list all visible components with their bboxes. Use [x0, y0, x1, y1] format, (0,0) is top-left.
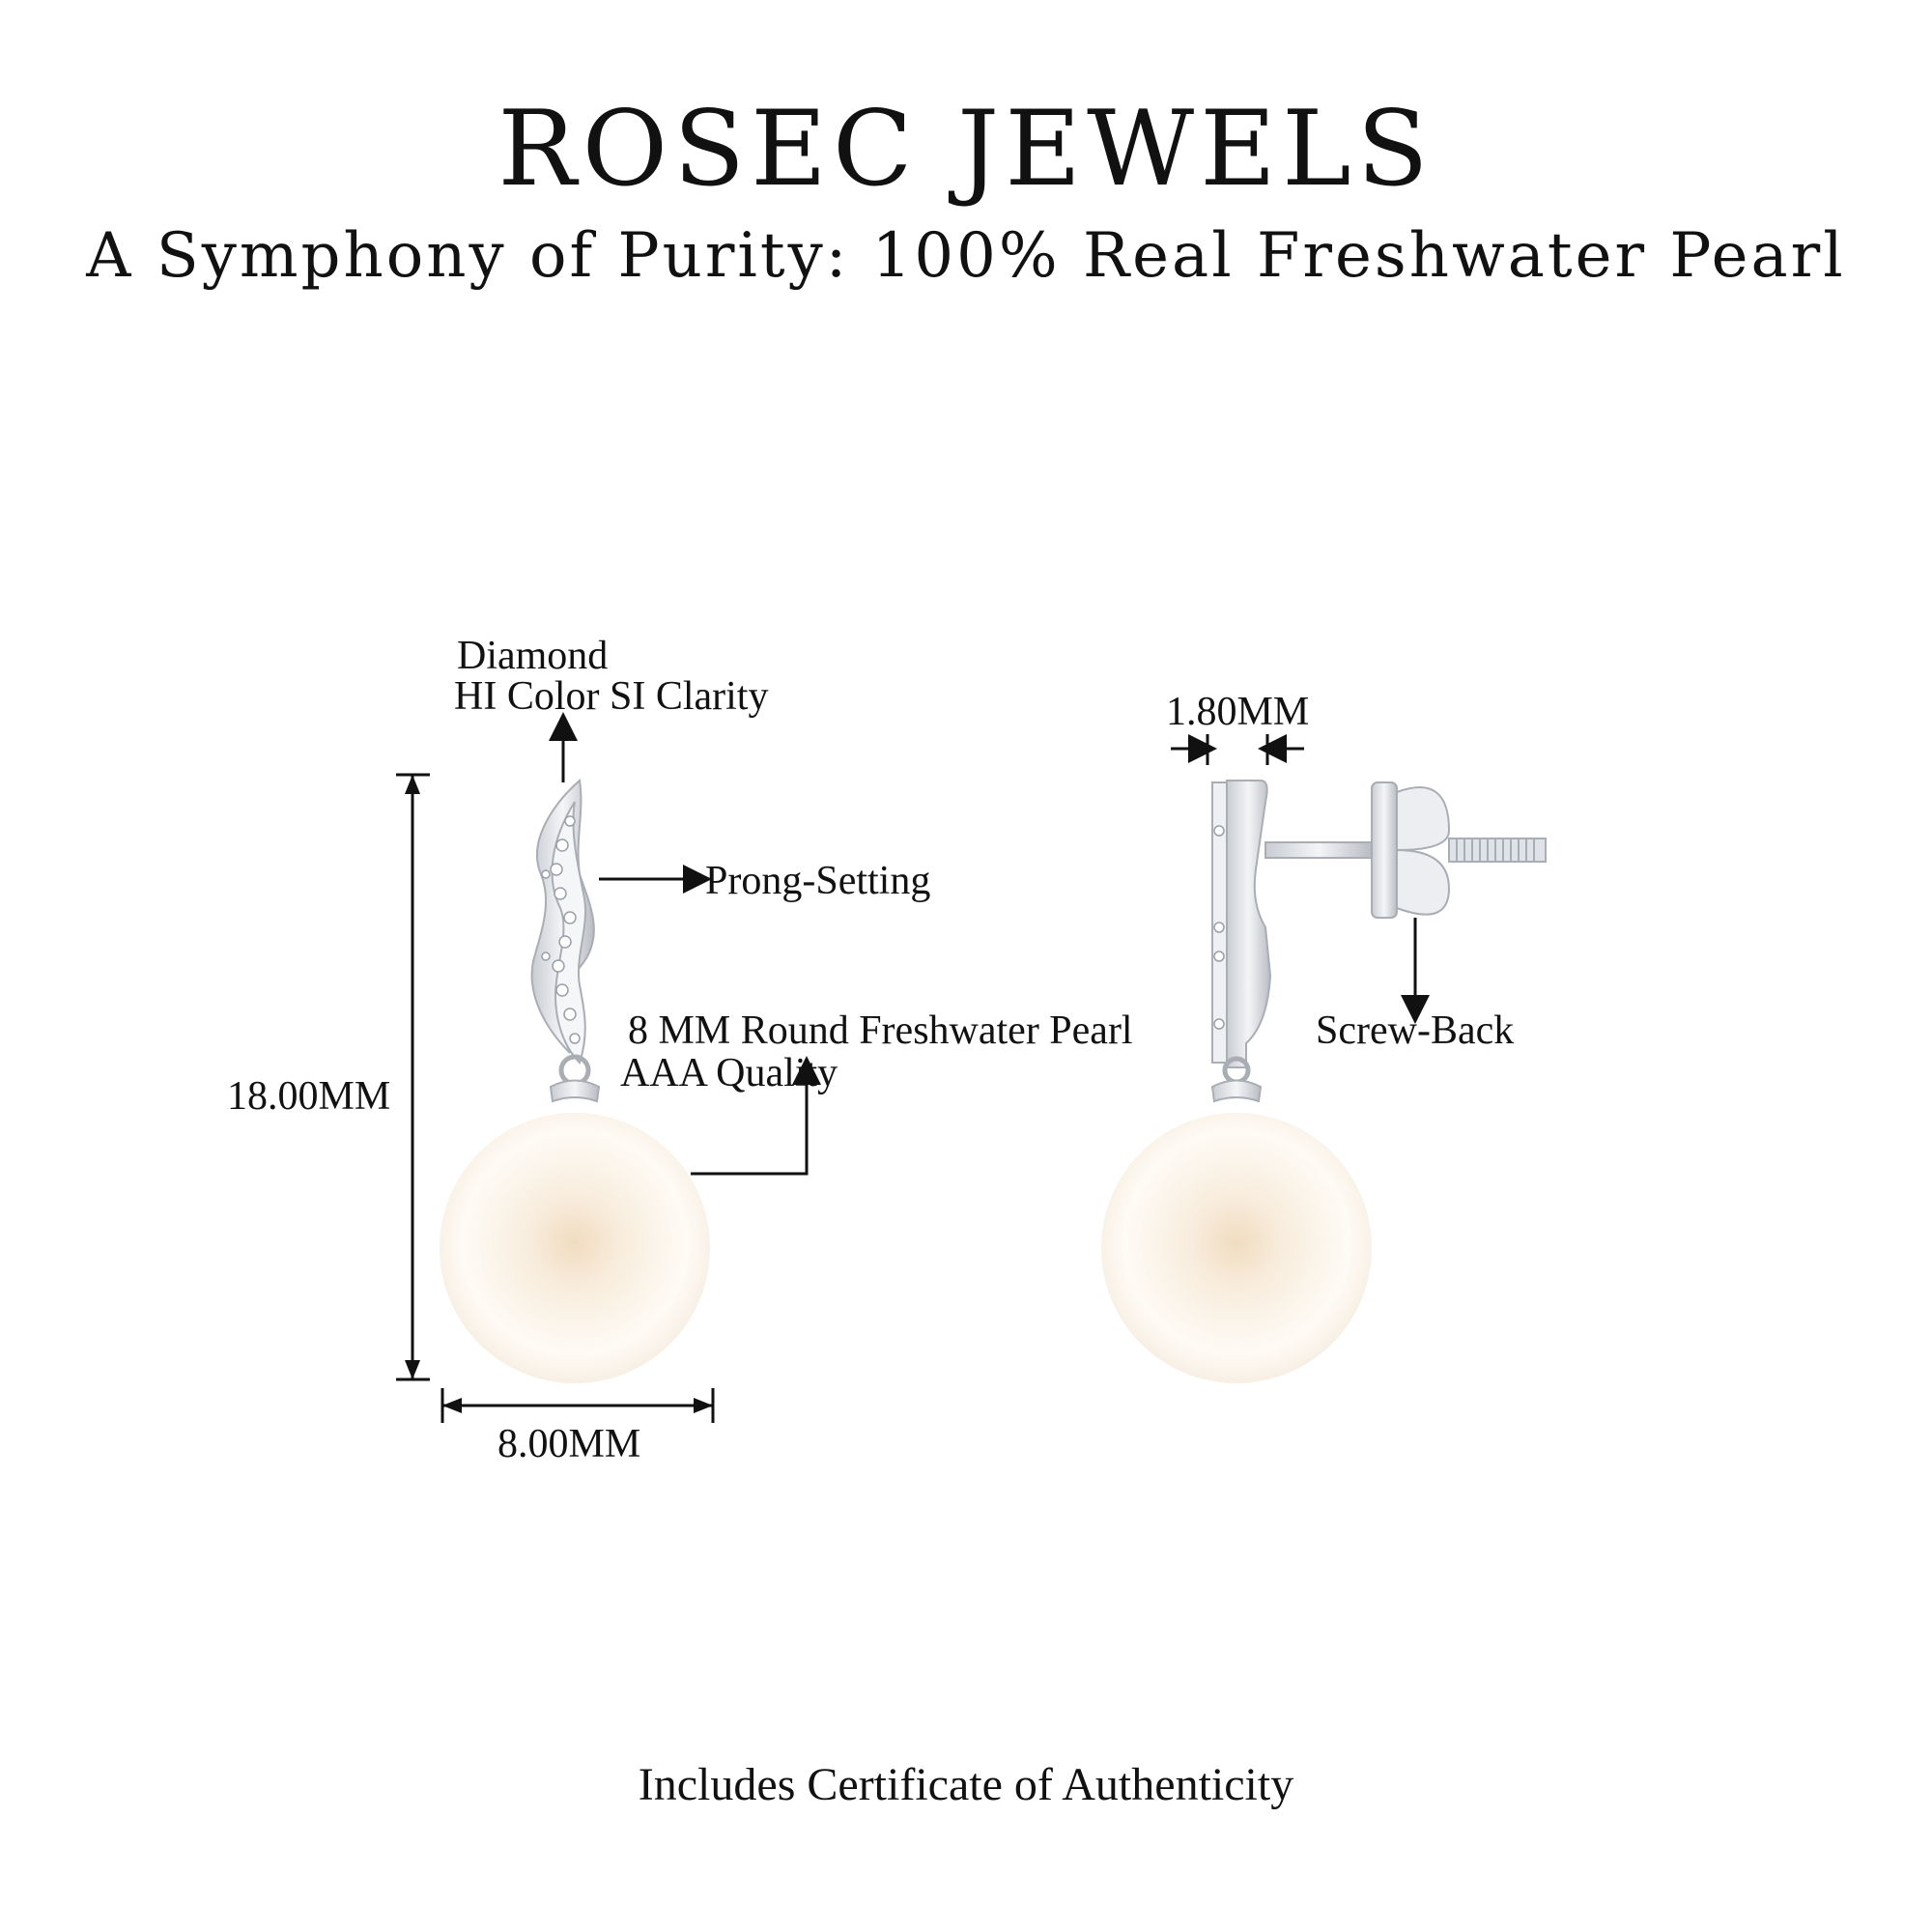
label-height: 18.00MM: [227, 1074, 390, 1119]
screw-back-nut: [1371, 781, 1451, 919]
label-thickness: 1.80MM: [1166, 690, 1309, 734]
label-prong-setting: Prong-Setting: [705, 859, 930, 903]
side-leaf-body: [1226, 780, 1272, 1068]
label-diamond-line2: HI Color SI Clarity: [454, 674, 768, 719]
label-pearl-line2: AAA Quality: [620, 1051, 838, 1095]
side-pave-diamonds: [1213, 825, 1225, 1030]
label-pearl-line1: 8 MM Round Freshwater Pearl: [628, 1009, 1133, 1053]
certificate-note: Includes Certificate of Authenticity: [638, 1759, 1294, 1810]
dimension-lines: [396, 712, 1430, 1423]
pearl-front: [440, 1113, 710, 1383]
pave-diamonds: [541, 815, 581, 1044]
screw-thread: [1448, 838, 1547, 863]
pearl-side: [1101, 1113, 1372, 1383]
pearl-cap: [549, 1079, 601, 1103]
label-screw-back: Screw-Back: [1316, 1009, 1514, 1053]
brand-title: ROSEC JEWELS: [497, 89, 1435, 210]
tagline: A Symphony of Purity: 100% Real Freshwat…: [86, 220, 1846, 292]
earring-post: [1264, 841, 1373, 859]
earring-side-view: [1101, 780, 1547, 1383]
label-diamond-line1: Diamond: [457, 634, 608, 678]
label-width: 8.00MM: [497, 1422, 640, 1466]
side-pearl-cap: [1210, 1079, 1263, 1103]
earring-front-view: [440, 779, 710, 1383]
